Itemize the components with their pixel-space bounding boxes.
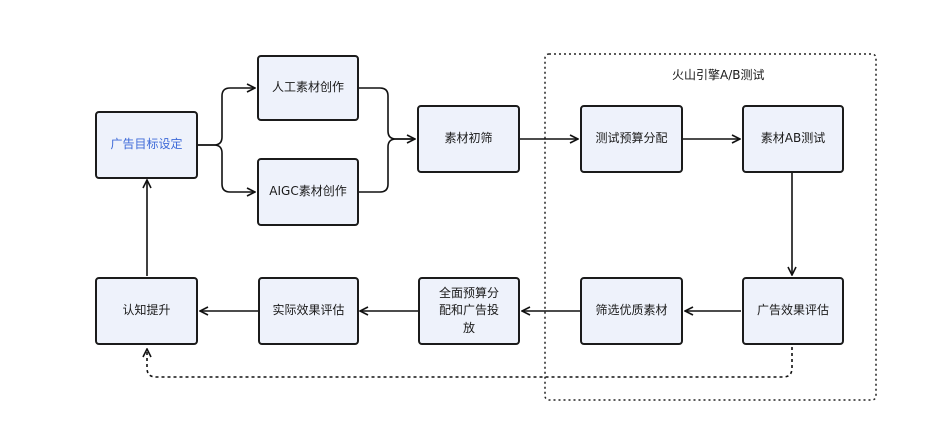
node-initial-screening: 素材初筛 [417, 105, 520, 173]
node-awareness-lift: 认知提升 [95, 277, 198, 345]
dashed-feedback-arrow [147, 347, 793, 378]
arrow-goal-to-aigc [198, 144, 255, 192]
node-ab-test: 素材AB测试 [742, 105, 844, 173]
arrow-manual-to-screening [359, 87, 415, 139]
node-manual-creation: 人工素材创作 [257, 55, 359, 121]
ab-test-region-border [544, 53, 877, 401]
node-actual-effect-eval: 实际效果评估 [258, 277, 359, 345]
arrow-aigc-to-screening [359, 138, 415, 193]
node-full-budget-launch: 全面预算分配和广告投放 [418, 277, 520, 345]
node-select-quality: 筛选优质素材 [580, 277, 683, 345]
node-ad-effect-eval: 广告效果评估 [742, 277, 844, 345]
ab-test-region-label: 火山引擎A/B测试 [672, 68, 765, 82]
node-aigc-creation: AIGC素材创作 [257, 158, 359, 226]
node-test-budget: 测试预算分配 [580, 105, 683, 173]
node-ad-goal-setting: 广告目标设定 [95, 111, 198, 179]
arrow-goal-to-manual [198, 88, 255, 146]
